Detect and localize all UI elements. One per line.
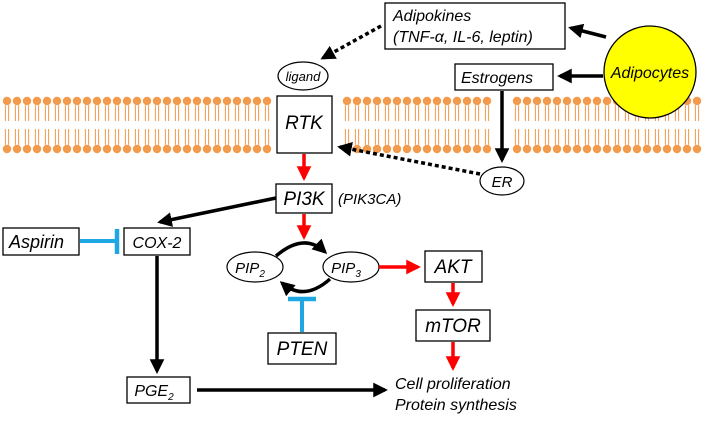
er-label: ER (492, 174, 513, 191)
arrow-er-to-rtk (337, 142, 481, 176)
ligand-label: ligand (286, 69, 321, 84)
rtk-box (276, 95, 333, 154)
aspirin-label: Aspirin (8, 232, 64, 252)
pi3k-box (275, 183, 333, 214)
adipocytes-label: Adipocytes (610, 65, 689, 82)
arrow-adipokines-to-ligand (320, 24, 382, 60)
cell-membrane (2, 96, 702, 154)
adipokines-label-line1: Adipokines (392, 8, 471, 25)
arrow-pi3k-to-cox2 (157, 196, 277, 227)
pge2-box (126, 376, 191, 404)
pip2-node (226, 251, 284, 283)
cox2-label: COX-2 (133, 235, 182, 252)
pip3-label: PIP3 (331, 260, 361, 280)
arrow-pip3-to-pip2 (279, 277, 332, 297)
akt-label: AKT (434, 257, 473, 278)
er-node (479, 166, 525, 196)
inhibition-aspirin-cox2 (80, 229, 120, 254)
adipokines-box (384, 2, 566, 50)
pip2-label: PIP2 (235, 260, 265, 280)
estrogens-label: Estrogens (461, 70, 533, 87)
pik3ca-label: (PIK3CA) (338, 191, 401, 208)
mtor-box (415, 309, 491, 342)
akt-box (424, 250, 483, 283)
outcome-line1: Cell proliferation (395, 376, 511, 393)
adipokines-label-line2: (TNF-α, IL-6, leptin) (393, 29, 533, 46)
pten-box (267, 332, 337, 365)
pten-label: PTEN (277, 339, 328, 360)
aspirin-box (2, 227, 80, 256)
inhibition-pten-cycle (288, 296, 316, 332)
mtor-label: mTOR (425, 316, 481, 337)
ligand-node (277, 61, 329, 91)
arrow-adipocytes-to-adipokines (568, 23, 607, 39)
estrogens-box (454, 63, 554, 91)
pge2-label: PGE2 (134, 383, 174, 403)
adipocytes-node (603, 25, 697, 119)
outcome-line2: Protein synthesis (395, 397, 517, 414)
rtk-label: RTK (285, 113, 324, 134)
cox2-box (123, 227, 191, 256)
arrow-pip2-to-pip3 (274, 238, 328, 258)
pi3k-label: PI3K (283, 189, 326, 210)
